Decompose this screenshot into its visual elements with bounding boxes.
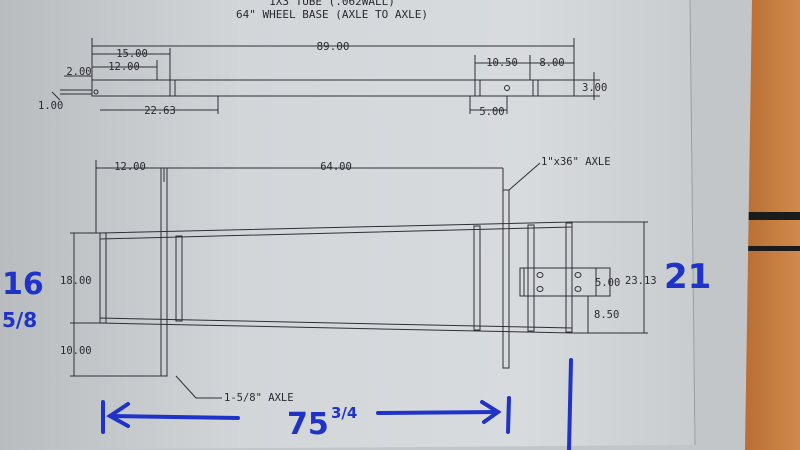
top-view: [70, 160, 648, 399]
dim-89: 89.00: [316, 40, 349, 53]
handwritten-3-4: 3/4: [331, 404, 357, 422]
dim-850: 8.50: [594, 309, 619, 321]
motor-plate: [519, 267, 611, 297]
dim-12-top: 12.00: [114, 161, 146, 173]
dim-300: 3.00: [582, 82, 607, 94]
dim-18: 18.00: [60, 275, 92, 287]
leader-front-axle: [175, 375, 197, 399]
right-end-member: [565, 222, 573, 333]
wall-stripe-lower: [746, 246, 800, 251]
leader-rear-axle: [508, 162, 541, 191]
wall-stripe: [746, 212, 800, 220]
dim-12: 12.00: [108, 61, 140, 73]
label-rear-axle: 1"x36" AXLE: [541, 156, 611, 168]
handwritten-16: 16: [2, 267, 44, 302]
paper-sheet: [0, 0, 695, 450]
handwritten-75: 75: [287, 407, 329, 442]
left-end-member: [99, 232, 107, 324]
dim-800: 8.00: [539, 57, 564, 69]
side-view: [51, 38, 600, 114]
sheet-edge: [689, 0, 696, 446]
orange-wall: [742, 0, 800, 450]
dim-500-side: 5.00: [479, 106, 504, 118]
front-cross-member: [175, 235, 183, 322]
handwritten-5-8: 5/8: [2, 308, 37, 332]
handwritten-21: 21: [664, 257, 711, 297]
dim-2263: 22.63: [144, 105, 176, 117]
dim-64: 64.00: [320, 161, 352, 173]
dim-1: 1.00: [38, 100, 63, 112]
handwritten-arrows: [101, 358, 573, 450]
dim-10: 10.00: [60, 345, 92, 357]
dim-1050: 10.50: [486, 57, 518, 69]
label-front-axle: 1-5/8" AXLE: [224, 392, 294, 404]
dim-2: 2.00: [66, 66, 91, 78]
dim-15: 15.00: [116, 48, 148, 60]
side-hole-right: [504, 85, 510, 91]
side-tube: [91, 79, 575, 97]
rear-cross-member-1: [473, 225, 481, 331]
side-hole-left: [93, 89, 99, 95]
rear-axle: [502, 189, 510, 369]
dim-2313: 23.13: [625, 275, 657, 287]
dim-500-top: 5.00: [595, 277, 620, 289]
title-line-2: 64" WHEEL BASE (AXLE TO AXLE): [236, 8, 428, 21]
rear-cross-member-2: [527, 224, 535, 332]
title-line-1: 1X3 TUBE (.062WALL): [269, 0, 395, 8]
